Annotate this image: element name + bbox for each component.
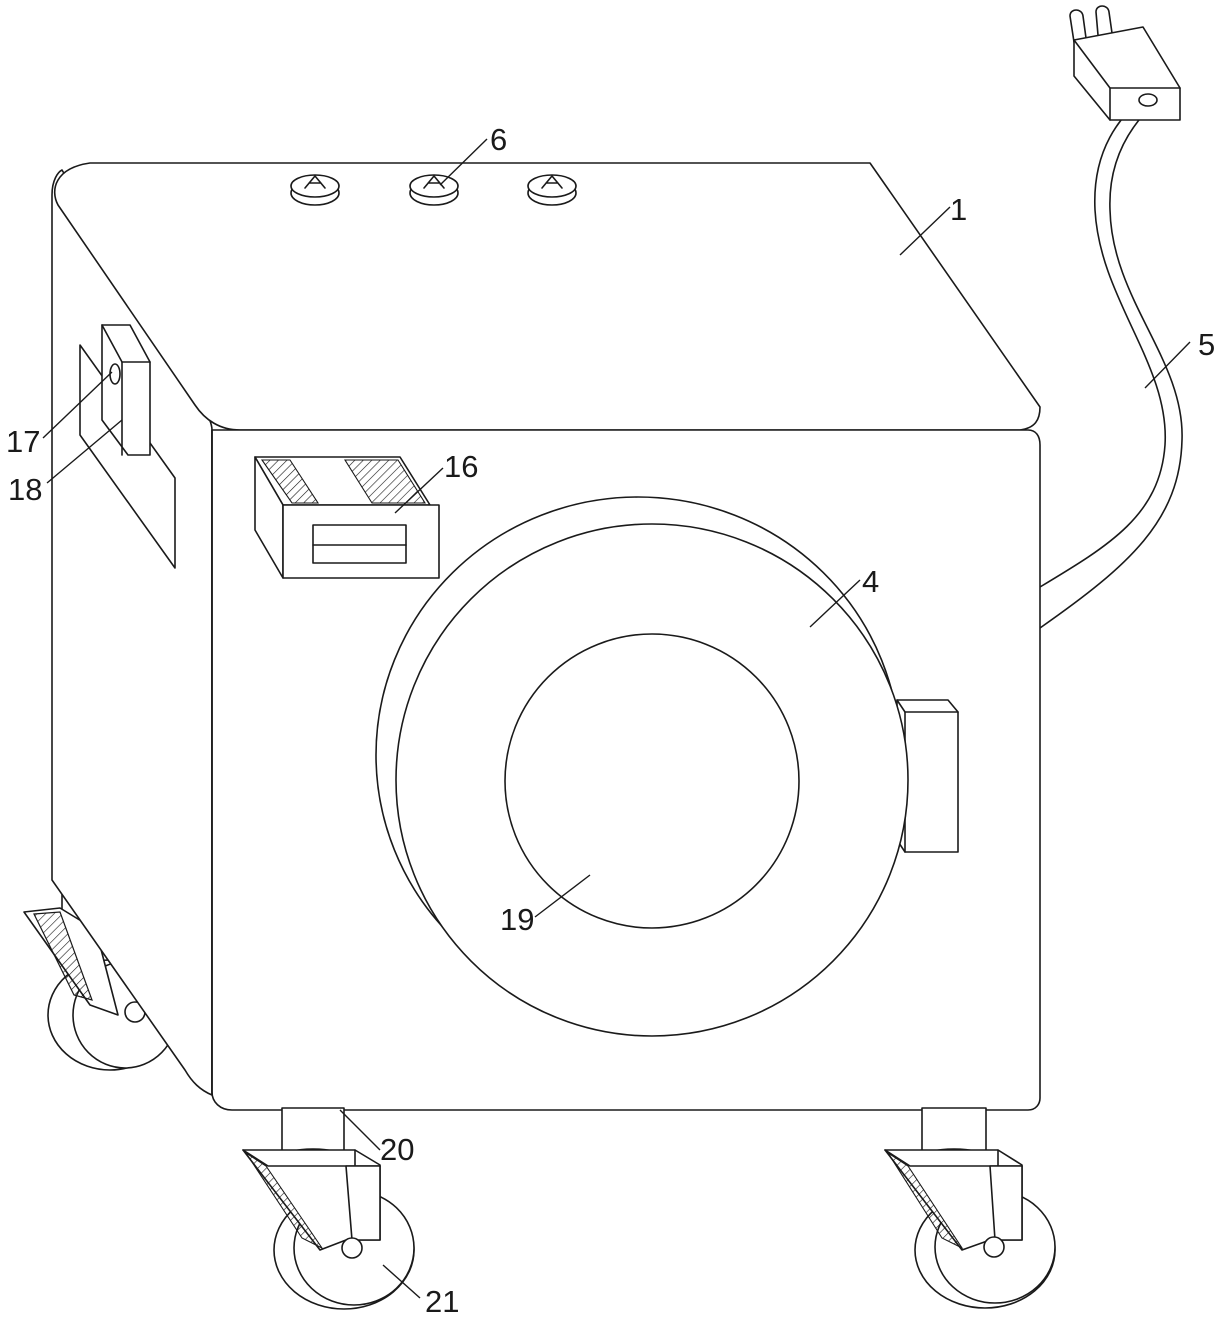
indicator-light [109, 363, 121, 385]
power-cord [1039, 94, 1183, 629]
reference-labels: 6 1 5 4 16 17 18 19 20 21 [6, 122, 1215, 1317]
label-19: 19 [500, 902, 534, 937]
knob-right[interactable] [527, 174, 577, 206]
side-control-panel [79, 324, 176, 569]
door-window [504, 633, 800, 929]
label-21: 21 [425, 1284, 459, 1317]
detergent-drawer[interactable] [254, 456, 440, 579]
label-6: 6 [490, 122, 507, 157]
label-5: 5 [1198, 327, 1215, 362]
label-1: 1 [950, 192, 967, 227]
label-4: 4 [862, 564, 879, 599]
label-18: 18 [8, 472, 42, 507]
label-17: 17 [6, 424, 40, 459]
leader-lines [42, 138, 1191, 1299]
front-left-caster [242, 1107, 415, 1310]
knob-left[interactable] [290, 174, 340, 206]
power-plug [1069, 5, 1181, 121]
label-16: 16 [444, 449, 478, 484]
knob-middle[interactable] [409, 174, 459, 206]
front-right-caster [884, 1107, 1056, 1309]
label-20: 20 [380, 1132, 414, 1167]
door[interactable] [375, 496, 909, 1037]
